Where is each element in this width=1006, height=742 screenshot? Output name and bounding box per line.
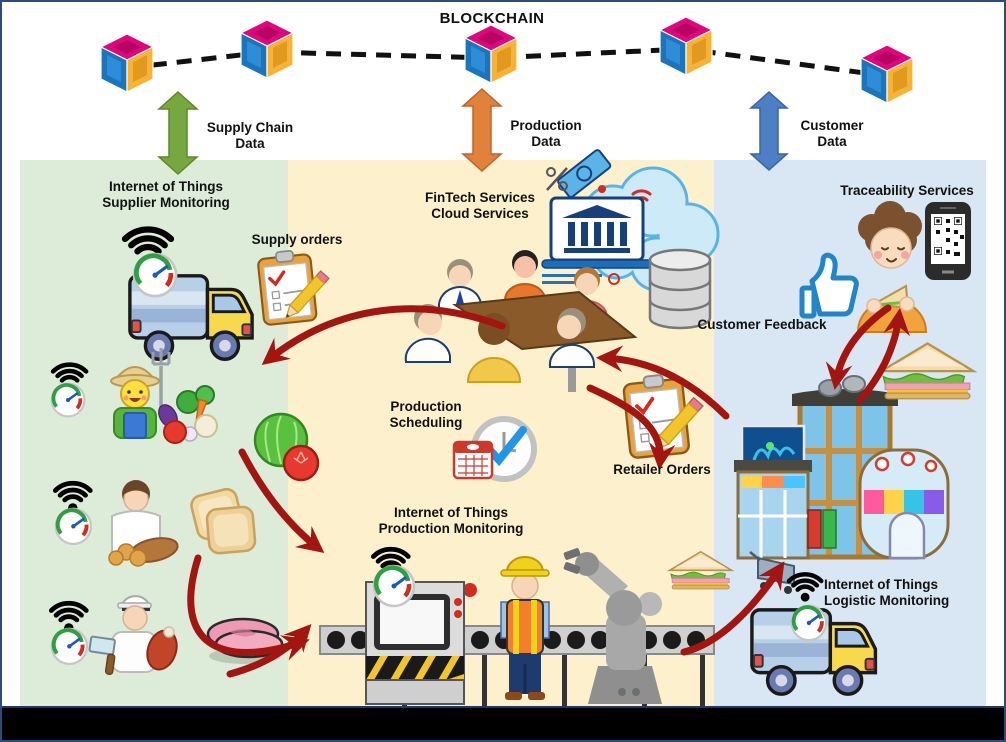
blockchain-cube [240, 19, 294, 79]
fintech-cloud-services-label: FinTech Services Cloud Services [424, 190, 536, 222]
iot-logistic-monitoring-label: Internet of Things Logistic Monitoring [824, 577, 950, 609]
supply-chain-data-label: Supply Chain Data [206, 120, 294, 152]
production-scheduling-label: Production Scheduling [389, 399, 463, 431]
retailer-orders-label: Retailer Orders [613, 462, 711, 477]
customer-data-label: Customer Data [800, 118, 864, 150]
supply-orders-label: Supply orders [251, 232, 343, 247]
blockchain-link-line [126, 46, 888, 79]
blockchain-cube [464, 24, 518, 84]
traceability-services-label: Traceability Services [840, 183, 974, 198]
customer-zone-panel [714, 160, 986, 708]
blockchain-cube [100, 33, 154, 93]
blockchain-cube [860, 44, 914, 104]
blockchain-title: BLOCKCHAIN [439, 10, 545, 27]
customer-feedback-label: Customer Feedback [697, 317, 827, 332]
production-data-arrow [461, 87, 503, 173]
blockchain-cube [659, 16, 713, 76]
bottom-black-bar [2, 706, 1004, 740]
production-data-label: Production Data [510, 118, 582, 150]
iot-supplier-monitoring-label: Internet of Things Supplier Monitoring [102, 179, 230, 211]
blockchain-network [100, 16, 914, 104]
customer-data-arrow [749, 90, 789, 172]
iot-production-monitoring-label: Internet of Things Production Monitoring [378, 505, 524, 537]
